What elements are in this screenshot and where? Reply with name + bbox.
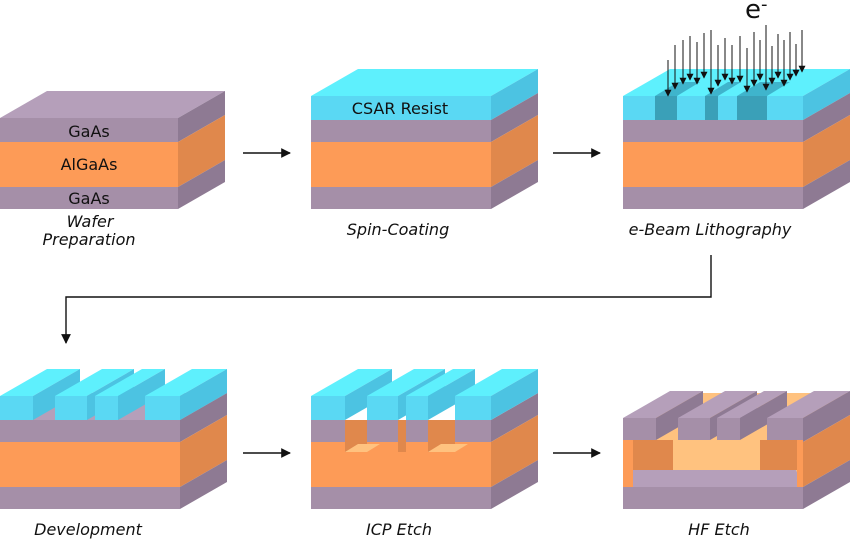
lithography-block [623,69,850,209]
step-caption-hf-etch: HF Etch [688,520,750,539]
hf-etch-block [623,391,850,509]
step-caption-spin-coating: Spin-Coating [347,220,449,239]
step-caption-icp-etch: ICP Etch [366,520,432,539]
bottom-gaas-label: GaAs [68,189,109,208]
electron-beam [664,25,806,97]
exposed-region [737,96,767,120]
wafer-block [0,91,225,209]
development-block [0,369,227,509]
icp-etch-block [311,369,538,509]
top-gaas-label: GaAs [68,122,109,141]
step-caption-ebeam: e-Beam Lithography [629,220,792,239]
exposed-region [655,96,677,120]
spin-coated-block [311,69,538,209]
step-caption-wafer: Wafer [67,212,115,231]
step-caption-preparation: Preparation [42,230,135,249]
arrow-step3-to-step4 [61,255,712,344]
step-caption-development: Development [34,520,142,539]
algaas-label: AlGaAs [61,155,118,174]
exposed-region [705,96,718,120]
electron-label: e- [745,0,768,25]
resist-label: CSAR Resist [352,99,448,118]
